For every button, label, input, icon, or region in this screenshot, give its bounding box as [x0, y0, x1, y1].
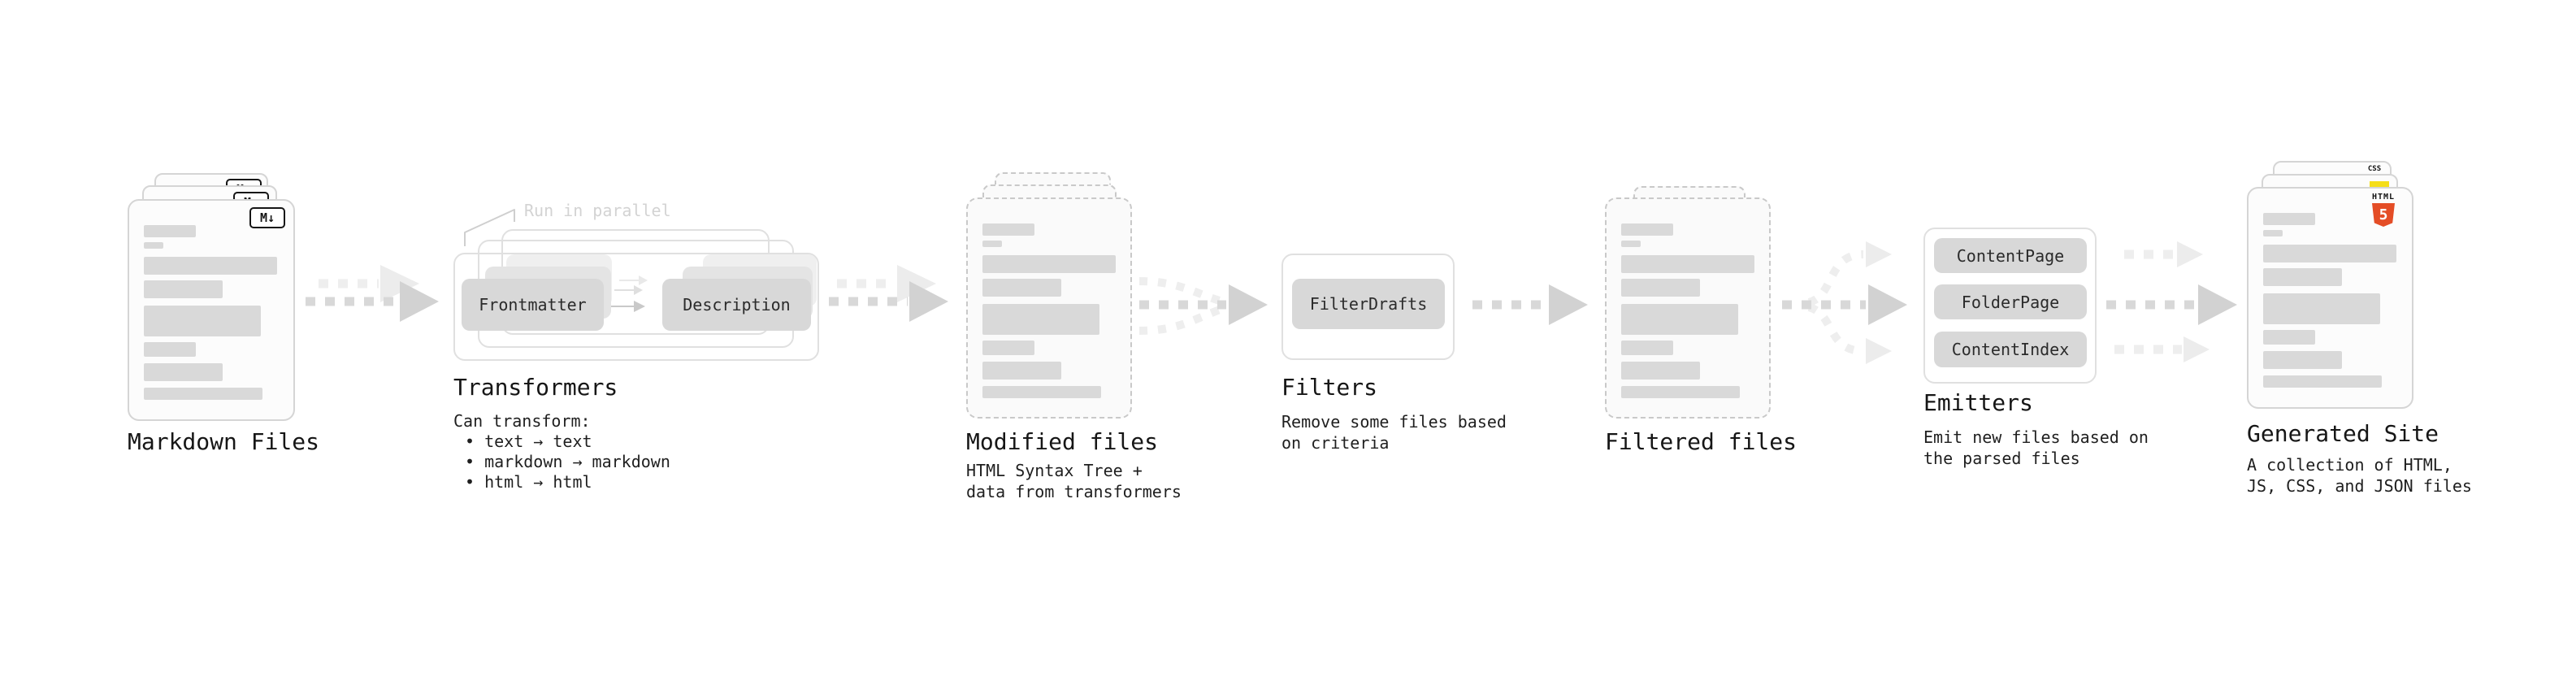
- text-line-bar: [144, 280, 223, 298]
- run-in-parallel-annotation: Run in parallel: [524, 201, 671, 220]
- merge-curve-top: [1138, 277, 1224, 306]
- document-content-lines: [144, 201, 293, 419]
- html5-icon: HTML 5: [2365, 193, 2402, 227]
- text-line-bar: [982, 362, 1061, 380]
- arrowhead-light-top: [1866, 241, 1892, 267]
- arrowhead-middle: [2198, 284, 2237, 325]
- text-line-bar: [144, 363, 223, 381]
- arrow-filtered-to-emitters-fanout: [1782, 241, 1907, 364]
- document-content-lines: [2263, 189, 2412, 407]
- arrowhead: [1549, 284, 1588, 325]
- text-line-bar: [1621, 340, 1673, 355]
- text-line-bar: [144, 257, 277, 275]
- arrow-transformers-to-modified: [829, 265, 948, 322]
- text-line-bar: [144, 388, 262, 400]
- fanout-curve-top: [1807, 250, 1864, 306]
- arrow-filters-to-filtered: [1472, 284, 1588, 325]
- arrowhead-light-top: [2177, 241, 2203, 267]
- arrowhead-light: [897, 265, 936, 302]
- css-icon-label: CSS: [2367, 165, 2382, 173]
- text-line-bar: [1621, 241, 1641, 247]
- arrowhead: [1868, 284, 1907, 325]
- markdown-icon: M↓: [249, 207, 285, 228]
- generated-site-description: A collection of HTML, JS, CSS, and JSON …: [2247, 455, 2472, 496]
- filter-drafts-pill: FilterDrafts: [1292, 279, 1445, 329]
- stage-title-filters: Filters: [1281, 374, 1378, 401]
- stage-title-emitters: Emitters: [1923, 389, 2033, 416]
- transformers-desc-heading: Can transform:: [453, 411, 591, 431]
- document-content-lines: [982, 199, 1130, 417]
- text-line-bar: [982, 304, 1099, 335]
- mini-arrowhead-back: [639, 275, 648, 285]
- text-line-bar: [1621, 362, 1700, 380]
- text-line-bar: [1621, 304, 1738, 335]
- text-line-bar: [2263, 245, 2396, 262]
- arrowhead-light-bottom: [2184, 336, 2210, 362]
- text-line-bar: [982, 279, 1061, 297]
- arrows-emitters-to-generated: [2106, 241, 2237, 362]
- transformers-bullet: • markdown → markdown: [465, 452, 670, 471]
- text-line-bar: [144, 225, 196, 237]
- modified-file-card: [966, 197, 1132, 419]
- transformer-card: [453, 253, 819, 361]
- text-line-bar: [982, 386, 1101, 398]
- arrowhead: [1229, 284, 1268, 325]
- mini-arrowhead-front: [634, 301, 645, 312]
- arrowhead-light-bottom: [1866, 338, 1892, 364]
- transformers-bullet: • html → html: [465, 472, 592, 492]
- emitters-description: Emit new files based on the parsed files: [1923, 427, 2149, 468]
- text-line-bar: [2263, 213, 2315, 225]
- markdown-file-card: M↓: [128, 199, 295, 421]
- text-line-bar: [1621, 279, 1700, 297]
- content-page-pill: ContentPage: [1934, 238, 2087, 273]
- transformers-bullet: • text → text: [465, 432, 592, 451]
- text-line-bar: [144, 306, 261, 336]
- generated-file-card-html: HTML 5: [2247, 187, 2413, 409]
- mini-arrowhead-middle: [634, 285, 643, 295]
- folder-page-pill: FolderPage: [1934, 284, 2087, 319]
- text-line-bar: [982, 223, 1034, 236]
- text-line-bar: [144, 342, 196, 357]
- text-line-bar: [1621, 223, 1673, 236]
- stage-title-transformers: Transformers: [453, 374, 618, 401]
- filters-description: Remove some files based on criteria: [1281, 412, 1507, 453]
- document-content-lines: [1621, 199, 1769, 417]
- filtered-file-card: [1605, 197, 1771, 419]
- text-line-bar: [2263, 351, 2342, 369]
- content-index-pill: ContentIndex: [1934, 332, 2087, 367]
- arrowhead: [400, 281, 439, 322]
- text-line-bar: [982, 241, 1002, 247]
- run-in-parallel-leader-line: [464, 209, 515, 246]
- text-line-bar: [1621, 386, 1740, 398]
- html5-icon-shield: 5: [2372, 203, 2395, 227]
- arrow-modified-to-filters-merge: [1138, 277, 1268, 335]
- text-line-bar: [1621, 255, 1754, 273]
- arrowhead: [909, 281, 948, 322]
- text-line-bar: [2263, 230, 2283, 236]
- text-line-bar: [2263, 293, 2380, 324]
- html5-icon-label: HTML: [2371, 193, 2396, 202]
- stage-title-filtered-files: Filtered files: [1605, 428, 1798, 455]
- stage-title-generated-site: Generated Site: [2247, 420, 2439, 447]
- text-line-bar: [2263, 268, 2342, 286]
- frontmatter-pill: Frontmatter: [462, 279, 604, 331]
- text-line-bar: [2263, 330, 2315, 345]
- text-line-bar: [2263, 375, 2382, 388]
- text-line-bar: [144, 242, 163, 249]
- modified-files-description: HTML Syntax Tree + data from transformer…: [966, 461, 1182, 501]
- description-pill: Description: [662, 279, 811, 331]
- fanout-curve-bottom: [1807, 303, 1864, 355]
- transformers-description: Can transform: • text → text • markdown …: [453, 411, 670, 492]
- text-line-bar: [982, 255, 1116, 273]
- merge-curve-bottom: [1138, 305, 1224, 335]
- text-line-bar: [982, 340, 1034, 355]
- stage-title-markdown-files: Markdown Files: [128, 428, 320, 455]
- stage-title-modified-files: Modified files: [966, 428, 1159, 455]
- arrow-markdown-to-transformers: [306, 265, 439, 322]
